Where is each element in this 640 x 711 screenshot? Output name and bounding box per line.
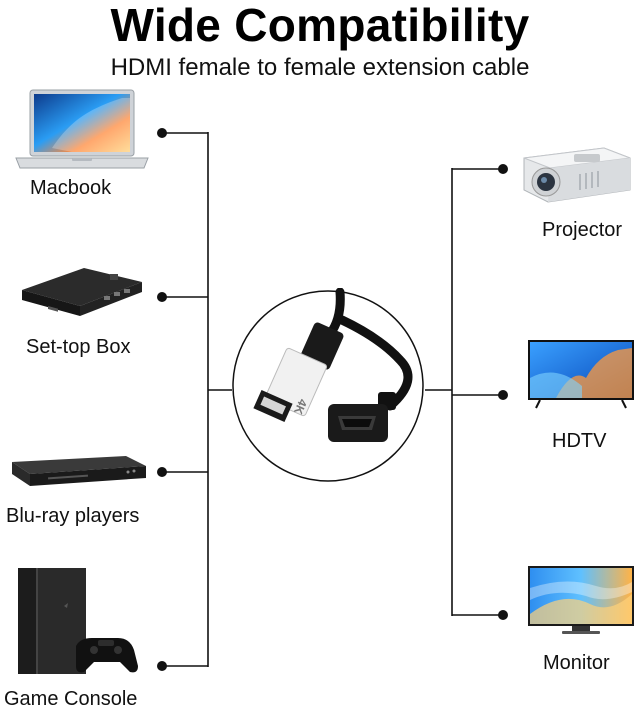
laptop-icon [15, 89, 149, 169]
node-dot [157, 661, 167, 671]
display-label-projector: Projector [542, 219, 623, 241]
node-dot [498, 610, 508, 620]
display-label-hdtv: HDTV [552, 430, 607, 452]
display-label-monitor: Monitor [543, 652, 610, 674]
page-subtitle: HDMI female to female extension cable [110, 54, 530, 81]
node-dot [498, 164, 508, 174]
monitor-icon [528, 566, 634, 634]
source-label-settop: Set-top Box [26, 336, 131, 358]
node-dot [157, 467, 167, 477]
hdmi-cable-icon: 4K [232, 288, 424, 482]
cable-4k-badge: 4K [291, 397, 310, 417]
bluray-player-icon [12, 456, 146, 486]
tv-icon [528, 340, 634, 409]
set-top-box-icon [22, 268, 142, 316]
source-label-bluray: Blu-ray players [6, 505, 140, 527]
source-label-macbook: Macbook [30, 177, 112, 199]
source-label-console: Game Console [4, 688, 138, 710]
node-dot [157, 128, 167, 138]
page-title: Wide Compatibility [110, 0, 530, 51]
node-dot [498, 390, 508, 400]
node-dot [157, 292, 167, 302]
game-console-icon [18, 568, 138, 674]
projector-icon [523, 147, 631, 203]
